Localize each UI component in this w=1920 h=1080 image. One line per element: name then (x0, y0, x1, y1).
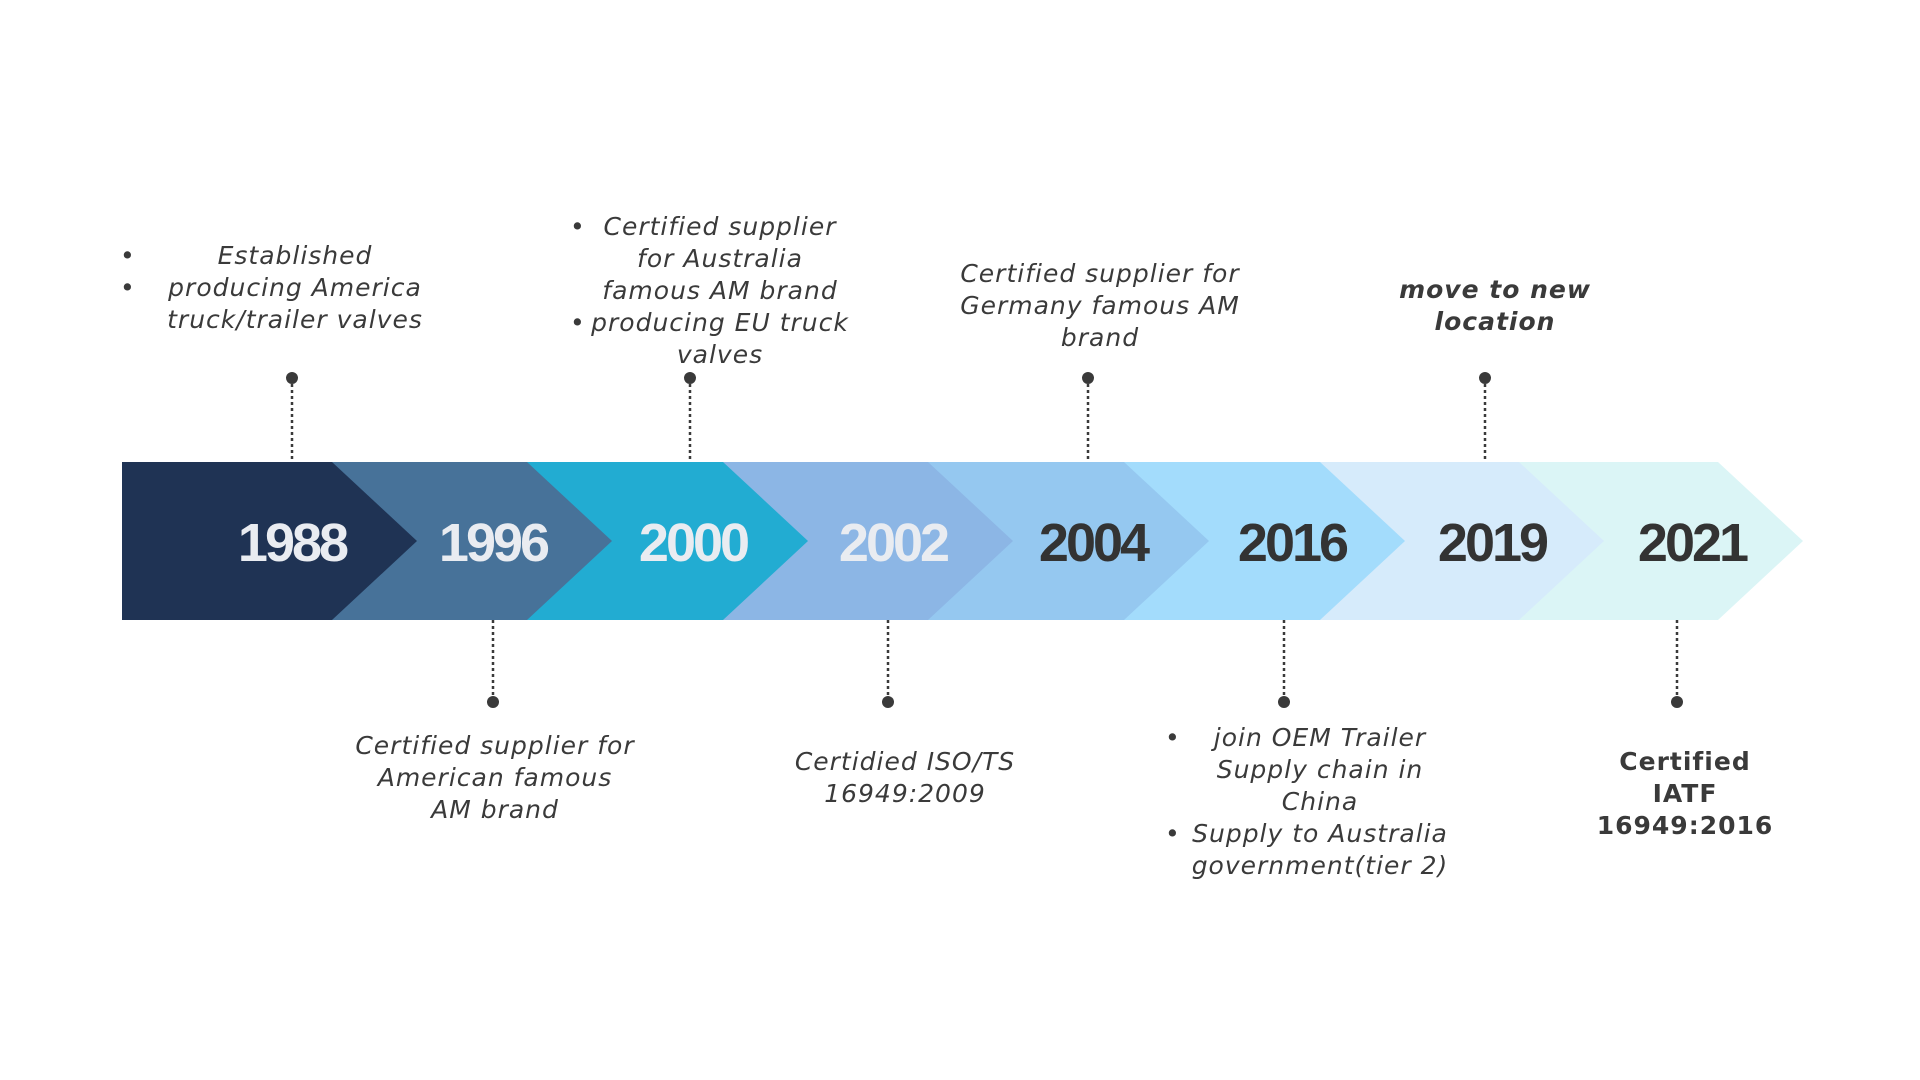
milestone-note-1988: Established producing America truck/trai… (120, 240, 450, 336)
timeline-arrow-2000 (527, 462, 808, 620)
timeline-arrow-1996 (332, 462, 612, 620)
year-label-2016: 2016 (1238, 513, 1348, 573)
year-label-2000: 2000 (639, 513, 748, 573)
milestone-bullets-1988: Established producing America truck/trai… (120, 240, 450, 336)
timeline-arrow-2004 (928, 462, 1209, 620)
timeline-arrow-2021 (1519, 462, 1803, 620)
timeline-connectors (286, 372, 1683, 708)
timeline-year-labels: 1988 1996 2000 2002 2004 2016 2019 2021 (238, 513, 1751, 573)
timeline-arrow-1988 (122, 462, 417, 620)
connector-dot-1988 (286, 372, 298, 384)
connector-dot-2000 (684, 372, 696, 384)
milestone-bullet: Supply to Australia government(tier 2) (1165, 818, 1455, 882)
connector-dot-2021 (1671, 696, 1683, 708)
connector-dot-1996 (487, 696, 499, 708)
year-label-2019: 2019 (1438, 513, 1548, 573)
connector-dot-2002 (882, 696, 894, 708)
timeline-arrow-2002 (723, 462, 1013, 620)
milestone-note-2019: move to new location (1395, 274, 1595, 338)
milestone-note-2002: Certidied ISO/TS 16949:2009 (785, 746, 1025, 810)
milestone-text-2019: move to new location (1399, 275, 1591, 336)
year-label-1996: 1996 (439, 513, 549, 573)
milestone-bullet: join OEM Trailer Supply chain in China (1165, 722, 1455, 818)
milestone-bullets-2016: join OEM Trailer Supply chain in China S… (1165, 722, 1455, 882)
milestone-bullet: Certified supplier for Australia famous … (570, 211, 850, 307)
milestone-note-2016: join OEM Trailer Supply chain in China S… (1165, 722, 1455, 882)
milestone-note-2000: Certified supplier for Australia famous … (570, 211, 850, 371)
timeline-arrow-2019 (1320, 462, 1604, 620)
milestone-text-1996: Certified supplier for American famous A… (355, 731, 635, 824)
milestone-text-2004: Certified supplier for Germany famous AM… (960, 259, 1240, 352)
year-label-1988: 1988 (238, 513, 348, 573)
milestone-bullet: producing America truck/trailer valves (120, 272, 450, 336)
connector-dot-2004 (1082, 372, 1094, 384)
milestone-note-2021: Certified IATF 16949:2016 (1585, 746, 1785, 842)
milestone-bullet: producing EU truck valves (570, 307, 850, 371)
milestone-note-2004: Certified supplier for Germany famous AM… (960, 258, 1240, 354)
timeline-segments (122, 462, 1803, 620)
connector-dot-2016 (1278, 696, 1290, 708)
milestone-text-2002: Certidied ISO/TS 16949:2009 (794, 747, 1016, 808)
connector-dot-2019 (1479, 372, 1491, 384)
timeline-arrow-2016 (1124, 462, 1405, 620)
year-label-2002: 2002 (839, 513, 948, 573)
milestone-text-2021: Certified IATF 16949:2016 (1596, 747, 1774, 840)
milestone-bullets-2000: Certified supplier for Australia famous … (570, 211, 850, 371)
year-label-2021: 2021 (1638, 513, 1748, 573)
year-label-2004: 2004 (1039, 513, 1150, 573)
milestone-bullet: Established (120, 240, 450, 272)
milestone-note-1996: Certified supplier for American famous A… (355, 730, 635, 826)
